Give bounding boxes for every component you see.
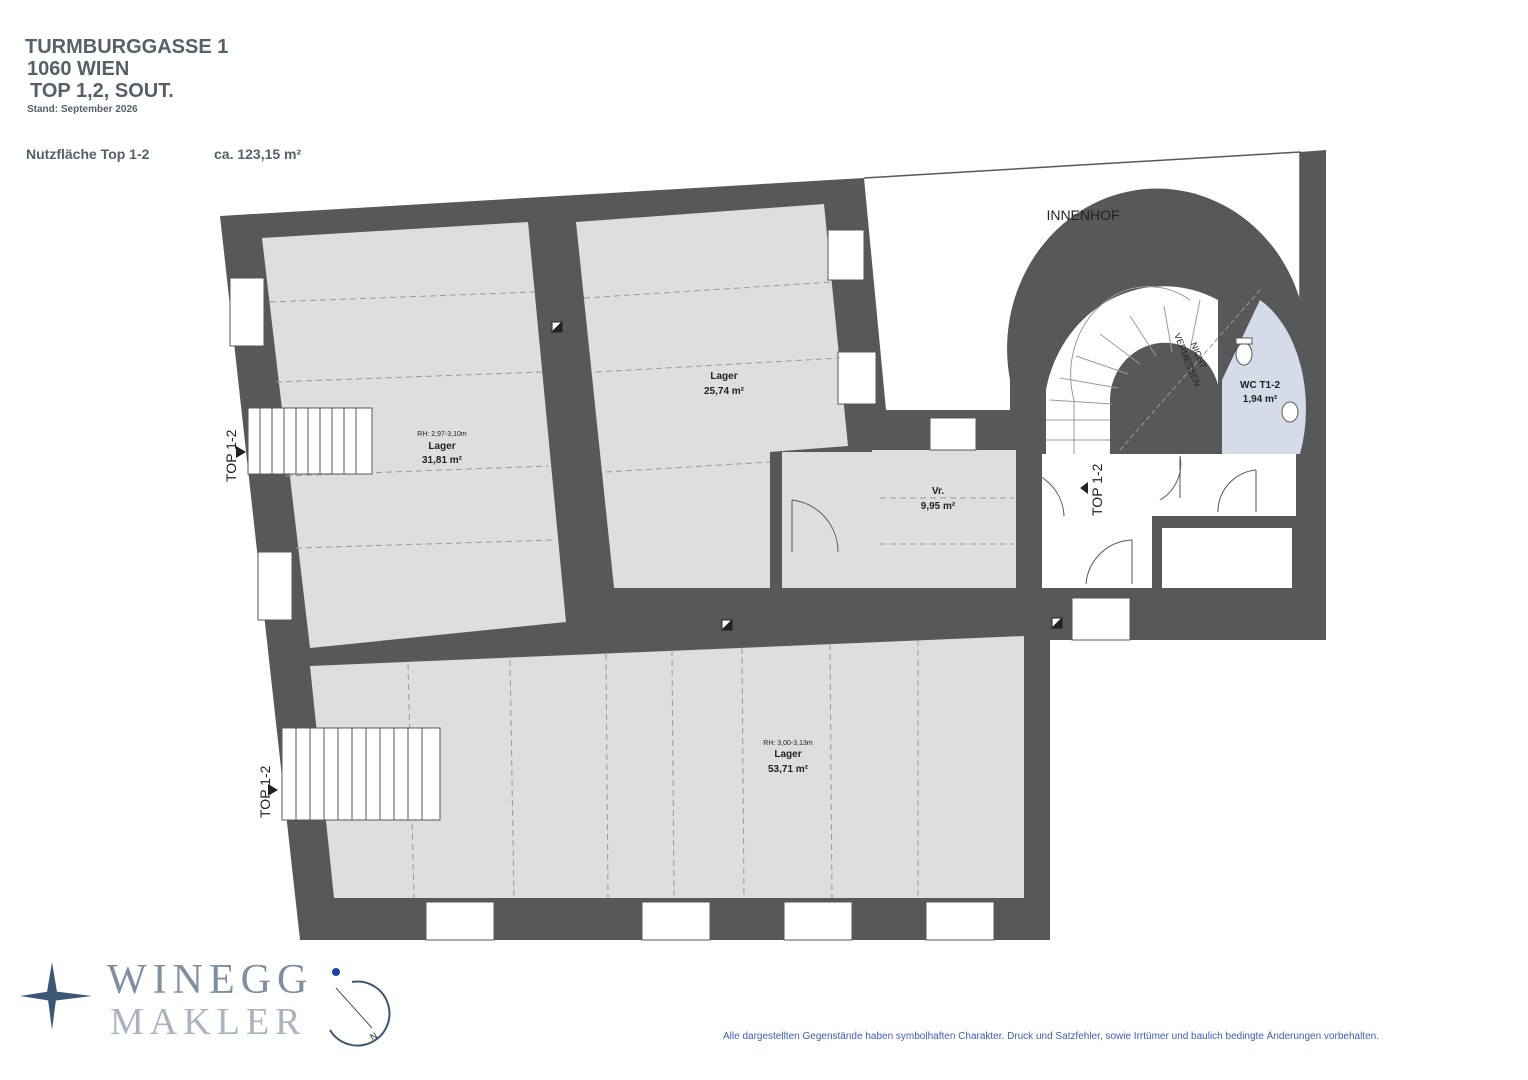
svg-text:Vr.: Vr. (932, 486, 944, 497)
svg-text:Lager: Lager (774, 749, 801, 760)
room-label-wc: WC T1-2 1,94 m² (1240, 380, 1280, 405)
rooms (262, 204, 1306, 898)
svg-text:WC T1-2: WC T1-2 (1240, 380, 1280, 391)
room-lager-left (262, 222, 566, 648)
unit-label: TOP 1,2, SOUT. (30, 80, 174, 102)
svg-text:RH: 3,00-3,13m: RH: 3,00-3,13m (763, 740, 813, 747)
svg-text:25,74 m²: 25,74 m² (704, 386, 745, 397)
stairs-left-bottom (281, 727, 441, 821)
svg-text:53,71 m²: 53,71 m² (768, 764, 809, 775)
room-label-lager-left: RH: 2,97-3,10m Lager 31,81 m² (417, 431, 467, 466)
svg-text:31,81 m²: 31,81 m² (422, 455, 463, 466)
stairs-spiral (1046, 286, 1261, 454)
entrance-stair-hall: TOP 1-2 (1080, 463, 1105, 516)
room-label-lager-top: Lager 25,74 m² (704, 371, 745, 397)
plan-date: Stand: September 2026 (27, 104, 138, 115)
entrance-left-bottom: TOP 1-2 (257, 765, 278, 818)
usable-area-value: ca. 123,15 m² (214, 146, 302, 162)
logo-star-icon (20, 962, 92, 1030)
svg-text:RH: 2,97-3,10m: RH: 2,97-3,10m (417, 431, 467, 438)
shaft-markers (550, 320, 1063, 631)
svg-text:TOP 1-2: TOP 1-2 (257, 765, 273, 818)
entrance-left-top: TOP 1-2 (223, 429, 246, 482)
room-lager-top (576, 204, 848, 588)
usable-area-label: Nutzfläche Top 1-2 (26, 146, 150, 162)
room-store-2 (1162, 528, 1292, 588)
stairs-left-top (247, 407, 373, 475)
svg-text:1,94 m²: 1,94 m² (1243, 394, 1278, 405)
doors (791, 455, 1257, 631)
svg-text:N: N (368, 1030, 379, 1042)
courtyard-label: INNENHOF (1046, 207, 1119, 223)
room-stair-hall (1042, 454, 1152, 588)
room-store-1 (1152, 454, 1296, 516)
svg-text:TOP 1-2: TOP 1-2 (223, 429, 239, 482)
svg-text:9,95 m²: 9,95 m² (921, 501, 956, 512)
room-lager-bottom (310, 636, 1024, 898)
windows (229, 229, 1131, 941)
logo-wordmark-bottom: MAKLER (110, 1001, 307, 1043)
compass-icon: N (329, 968, 391, 1047)
room-vorraum (872, 450, 1016, 588)
address-street: TURMBURGGASSE 1 (25, 36, 229, 58)
wc-fixtures (1235, 337, 1299, 423)
logo-wordmark-top: WINEGG (107, 957, 314, 1003)
svg-text:Lager: Lager (710, 371, 737, 382)
room-label-lager-bottom: RH: 3,00-3,13m Lager 53,71 m² (763, 740, 813, 775)
disclaimer-text: Alle dargestellten Gegenstände haben sym… (723, 1031, 1379, 1042)
svg-text:Lager: Lager (428, 441, 455, 452)
address-city: 1060 WIEN (27, 58, 130, 80)
svg-text:TOP 1-2: TOP 1-2 (1089, 463, 1105, 516)
room-label-vorraum: Vr. 9,95 m² (921, 486, 956, 512)
